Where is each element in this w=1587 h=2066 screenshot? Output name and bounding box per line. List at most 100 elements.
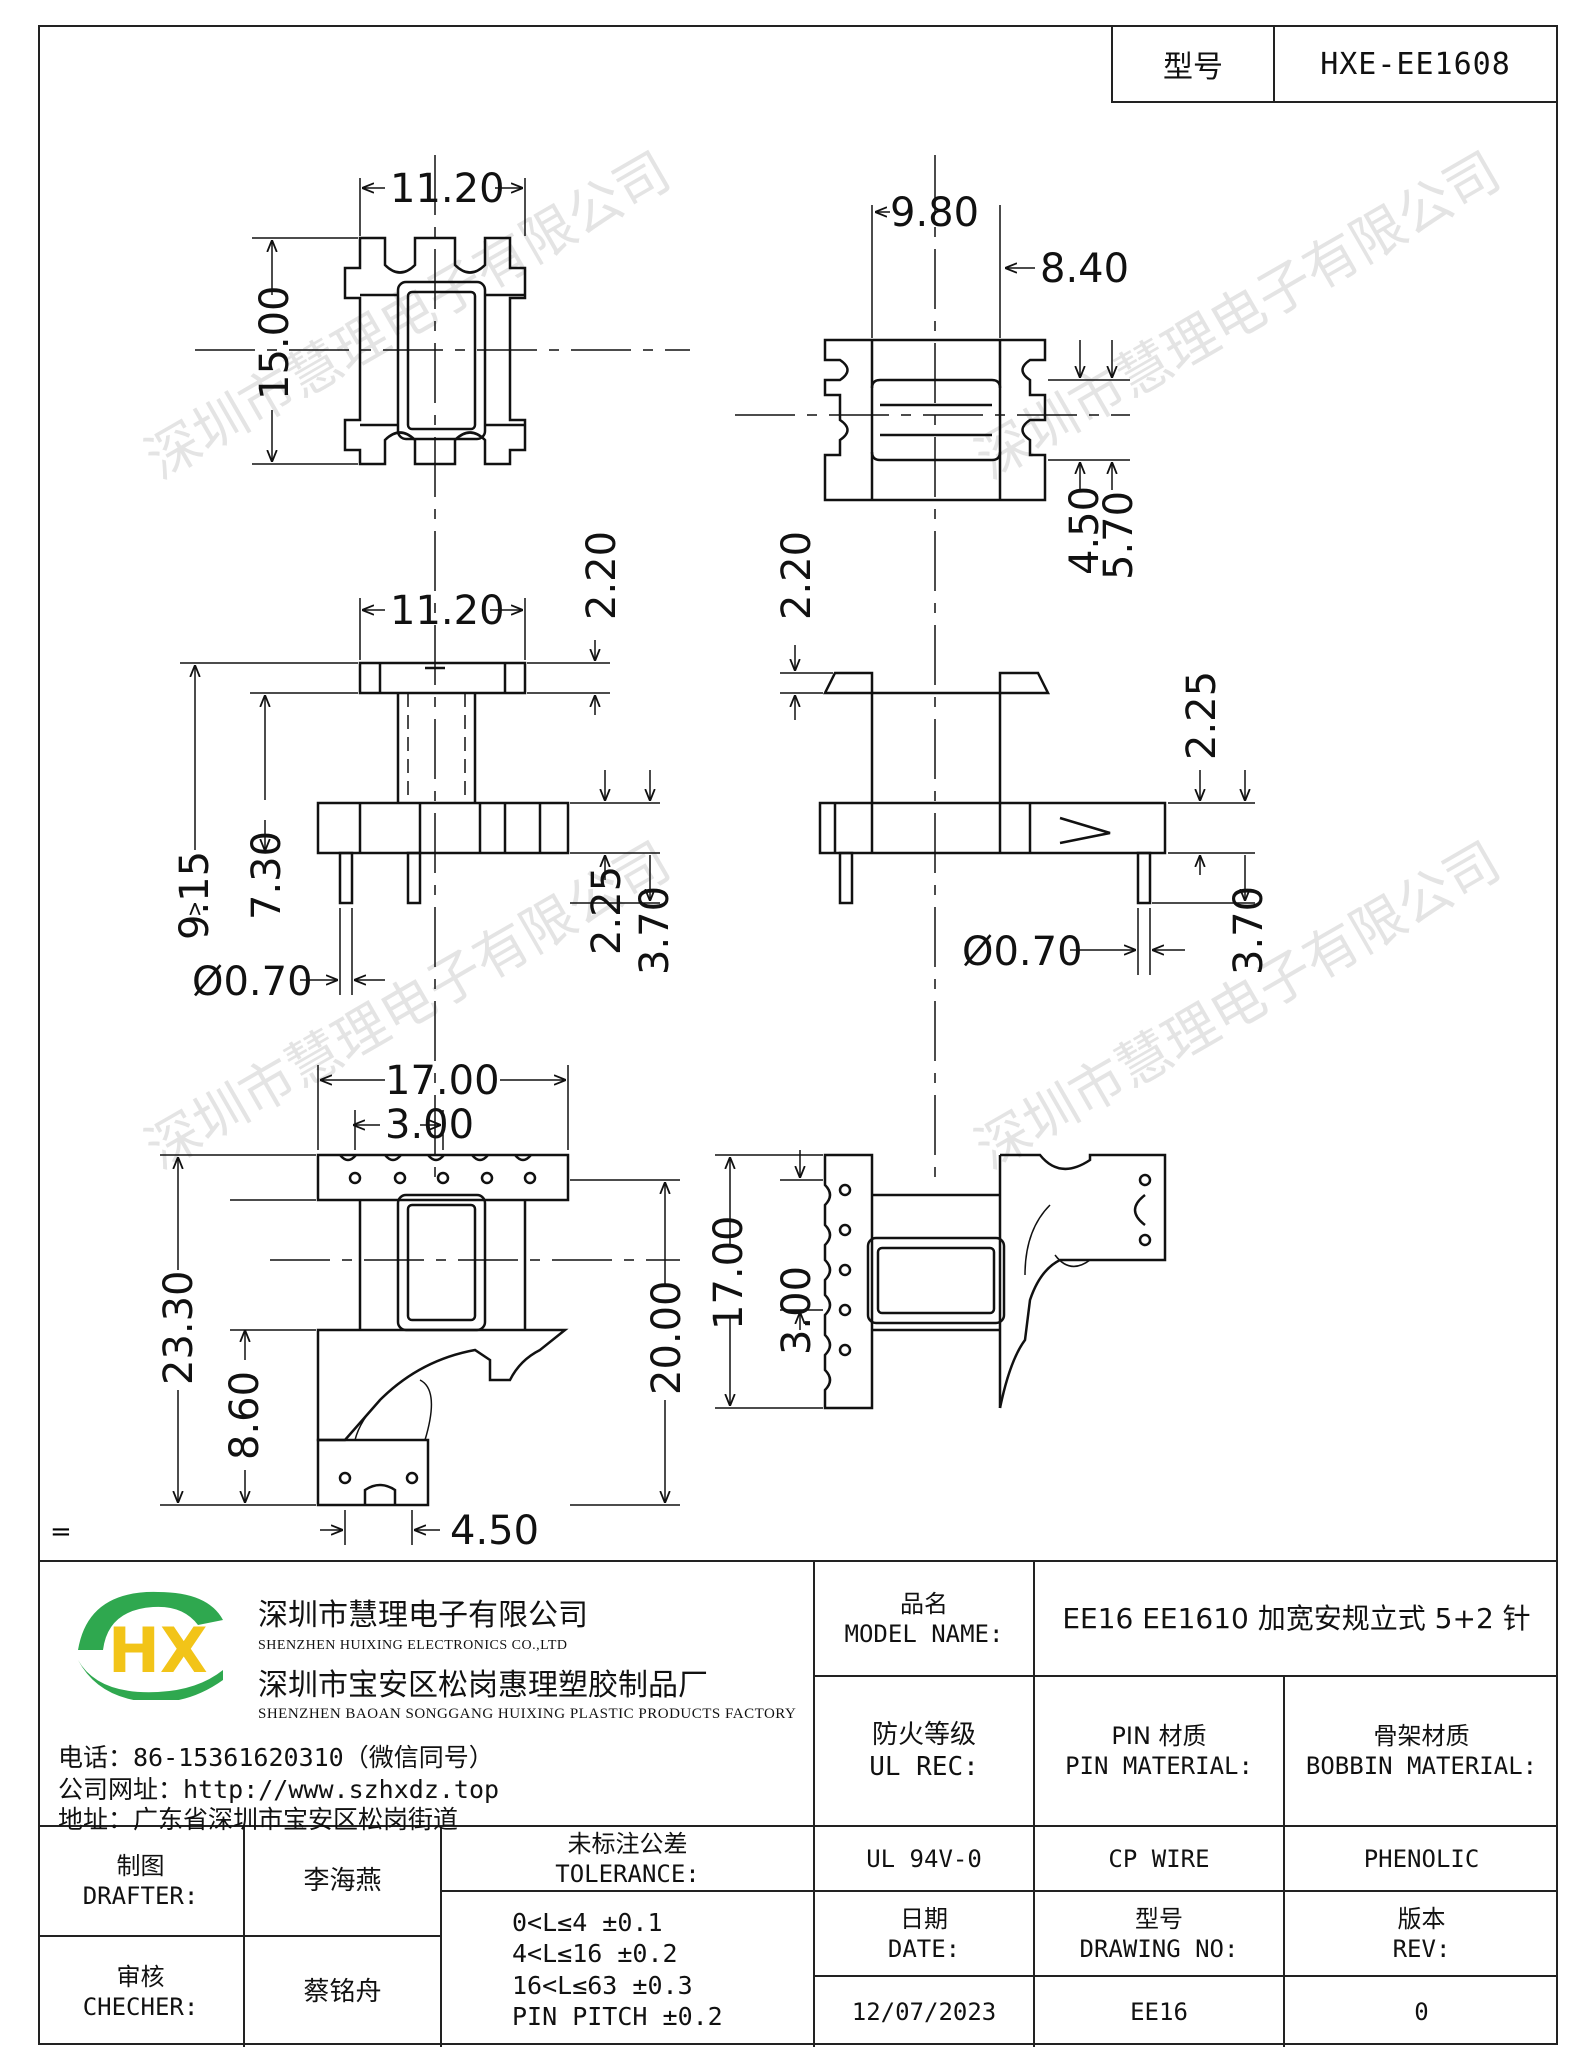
dimension-labels: 11.20 15.00 9.80 8.40 4.50 5.70 11.20 2.… (50, 166, 1272, 1554)
model-name-value: EE16 EE1610 加宽安规立式 5+2 针 (1062, 1602, 1531, 1635)
pin-label-cn: PIN 材质 (1111, 1722, 1207, 1750)
model-name-label-cn: 品名 (900, 1589, 948, 1618)
top-left-dims (252, 178, 526, 465)
date-value: 12/07/2023 (851, 1998, 997, 2026)
dim-bot-right-height: 17.00 (706, 1215, 752, 1330)
dim-bot-left-total: 23.30 (156, 1270, 202, 1385)
drafter-label-en: DRAFTER: (82, 1882, 199, 1910)
watermark-4: 深圳市慧理电子有限公司 (965, 830, 1511, 1182)
bot-left-dims (160, 1065, 680, 1545)
model-value: HXE-EE1608 (1320, 46, 1511, 82)
dim-bot-right-pitch: 3.00 (774, 1266, 820, 1355)
drawing-no-value: EE16 (1130, 1998, 1188, 2026)
tolerance-line: 16<L≤63 ±0.3 (512, 1970, 693, 2000)
dim-mid-right-pin-dia: Ø0.70 (962, 929, 1083, 975)
company-name-cn: 深圳市慧理电子有限公司 (258, 1598, 588, 1633)
bobbin-material-label: 骨架材质 BOBBIN MATERIAL: (1285, 1677, 1558, 1825)
dim-top-left-width: 11.20 (390, 166, 505, 212)
rev-value: 0 (1414, 1998, 1429, 2026)
mid-left-dims (180, 598, 660, 995)
ul-label-cn: 防火等级 (871, 1719, 976, 1750)
drafter-value: 李海燕 (303, 1865, 382, 1896)
drawing-frame (38, 25, 1558, 2045)
model-label: 型号 (1113, 27, 1275, 101)
dim-mid-right-pin: 3.70 (1226, 886, 1272, 975)
bobbin-label-en: BOBBIN MATERIAL: (1305, 1752, 1538, 1780)
drawing-no-label-cn: 型号 (1135, 1904, 1183, 1933)
tolerance-line: 0<L≤4 ±0.1 (512, 1908, 663, 1937)
factory-name-en: SHENZHEN BAOAN SONGGANG HUIXING PLASTIC … (258, 1706, 797, 1722)
technical-drawing: 深圳市慧理电子有限公司 深圳市慧理电子有限公司 深圳市慧理电子有限公司 深圳市慧… (50, 140, 1511, 1554)
watermark-2: 深圳市慧理电子有限公司 (965, 140, 1511, 492)
model-name-label-en: MODEL NAME: (844, 1619, 1004, 1648)
drafter-label: 制图 DRAFTER: (38, 1827, 243, 1935)
dim-mid-left-flange: 2.20 (579, 531, 625, 620)
company-website: 公司网址：http://www.szhxdz.top (58, 1775, 500, 1804)
drafter-label-cn: 制图 (116, 1852, 165, 1880)
dim-mid-left-pin: 3.70 (632, 886, 678, 975)
checker-label-cn: 审核 (116, 1963, 165, 1991)
tolerance-line: 4<L≤16 ±0.2 (512, 1939, 678, 1969)
drawing-no-label-en: DRAWING NO: (1079, 1934, 1239, 1963)
dim-mid-left-pin-dia: Ø0.70 (192, 959, 313, 1005)
tolerance-label-cn: 未标注公差 (567, 1829, 688, 1858)
tolerance-label: 未标注公差 TOLERANCE: (442, 1827, 813, 1890)
factory-name-cn: 深圳市宝安区松岗惠理塑胶制品厂 (258, 1668, 708, 1703)
ul-rec-label: 防火等级 UL REC: (815, 1677, 1033, 1825)
ul-value: UL 94V-0 (866, 1844, 982, 1873)
pin-value: CP WIRE (1108, 1844, 1210, 1873)
tolerance-values: 0<L≤4 ±0.1 4<L≤16 ±0.2 16<L≤63 ±0.3 PIN … (442, 1892, 813, 2047)
dim-mid-right-base: 2.25 (1179, 671, 1225, 760)
dim-top-right-slot1: 4.50 (1062, 486, 1108, 575)
dim-bot-left-width: 17.00 (385, 1058, 500, 1104)
drawing-no-label: 型号 DRAWING NO: (1035, 1892, 1283, 1975)
mid-right-dims (780, 645, 1255, 975)
date-label-en: DATE: (887, 1934, 961, 1963)
title-block: HX 深圳市慧理电子有限公司 SHENZHEN HUIXING ELECTRON… (38, 1560, 1558, 2047)
dim-bot-left-lower: 8.60 (222, 1371, 268, 1460)
dim-top-right-inner: 8.40 (1040, 246, 1129, 292)
company-logo: HX (78, 1591, 223, 1700)
dim-top-right-width: 9.80 (890, 190, 979, 236)
rev-label: 版本 REV: (1285, 1892, 1558, 1975)
tolerance-line: PIN PITCH ±0.2 (512, 2001, 723, 2031)
bot-right-view (823, 1153, 1167, 1410)
top-right-dims (871, 205, 1130, 490)
mid-right-view (818, 671, 1167, 905)
dim-bot-left-height: 20.00 (644, 1280, 690, 1395)
ul-label-en: UL REC: (869, 1752, 979, 1782)
company-address: 地址：广东省深圳市宝安区松岗街道 (58, 1805, 459, 1834)
dim-top-right-slot2: 5.70 (1096, 491, 1142, 580)
rev-label-cn: 版本 (1397, 1904, 1446, 1933)
dim-mid-right-flange: 2.20 (774, 531, 820, 620)
dim-top-left-height: 15.00 (252, 285, 298, 400)
dim-mid-left-base: 2.25 (584, 866, 630, 955)
bobbin-value: PHENOLIC (1363, 1844, 1480, 1873)
company-name-en: SHENZHEN HUIXING ELECTRONICS CO.,LTD (258, 1638, 568, 1653)
watermarks: 深圳市慧理电子有限公司 深圳市慧理电子有限公司 深圳市慧理电子有限公司 深圳市慧… (135, 140, 1511, 1182)
bot-right-dims (715, 1150, 823, 1409)
company-phone: 电话：86-15361620310（微信同号） (58, 1743, 494, 1772)
logo-text: HX (108, 1614, 208, 1687)
pin-label-en: PIN MATERIAL: (1065, 1752, 1253, 1780)
pin-holes-top (348, 1171, 537, 1185)
model-name-label: 品名 MODEL NAME: (815, 1562, 1033, 1675)
rev-label-en: REV: (1392, 1934, 1451, 1963)
dim-bot-left-pitch: 3.00 (385, 1102, 474, 1148)
dim-bot-left-pin-spacing: 4.50 (450, 1508, 539, 1554)
top-left-view (343, 236, 527, 466)
pin-material-label: PIN 材质 PIN MATERIAL: (1035, 1677, 1283, 1825)
date-label: 日期 DATE: (815, 1892, 1033, 1975)
mid-left-view (316, 661, 570, 905)
side-mark: = (50, 1517, 72, 1547)
dim-mid-left-total: 9.15 (172, 851, 218, 940)
checker-label-en: CHECHER: (82, 1993, 199, 2021)
bot-left-view (316, 1153, 570, 1507)
checker-label: 审核 CHECHER: (38, 1937, 243, 2047)
top-right-view (823, 338, 1047, 502)
bobbin-label-cn: 骨架材质 (1373, 1722, 1470, 1750)
date-label-cn: 日期 (900, 1904, 948, 1933)
checker-value: 蔡铭舟 (303, 1976, 382, 2007)
dim-mid-left-body: 7.30 (244, 831, 290, 920)
tolerance-label-en: TOLERANCE: (555, 1859, 700, 1888)
